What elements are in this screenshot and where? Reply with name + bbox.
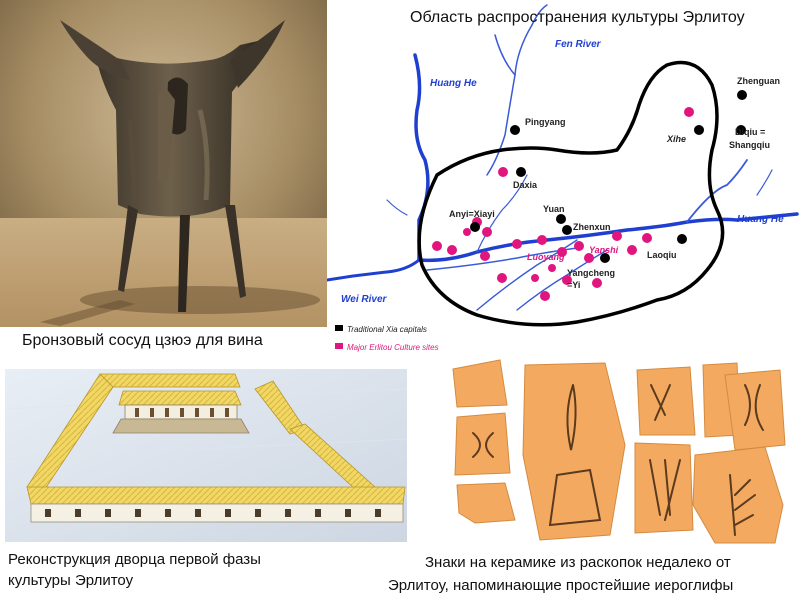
legend-capitals: Traditional Xia capitals <box>347 325 427 334</box>
place-pingyang: Pingyang <box>525 117 566 127</box>
jue-photo <box>0 0 327 327</box>
huang-he-east-label: Huang He <box>737 214 784 225</box>
legend-site-marker <box>335 343 343 349</box>
place-laoqiu: Laoqiu <box>647 250 677 260</box>
place-yanshi: Yanshi <box>589 245 619 255</box>
place-yangcheng: Yangcheng <box>567 268 615 278</box>
legend-capital-marker <box>335 325 343 331</box>
erlitou-map: Fen River Huang He Huang He Wei River Pi… <box>325 0 800 360</box>
signs-caption-line1: Знаки на керамике из раскопок недалеко о… <box>425 554 731 571</box>
palace-caption: Реконструкция дворца первой фазы культур… <box>8 551 261 589</box>
place-shangqiu: Shangqiu <box>729 140 770 150</box>
fen-river-label: Fen River <box>555 39 602 50</box>
place-yangcheng-yi: =Yi <box>567 280 580 290</box>
place-zhenxun: Zhenxun <box>573 222 611 232</box>
jue-caption: Бронзовый сосуд цзюэ для вина <box>22 332 263 349</box>
palace-reconstruction <box>4 369 408 542</box>
place-xihe: Xihe <box>666 134 686 144</box>
place-daxia: Daxia <box>513 180 538 190</box>
pottery-signs <box>445 355 800 545</box>
map-title: Область распространения культуры Эрлитоу <box>410 9 745 26</box>
place-diqiu: Diqiu = <box>735 127 765 137</box>
place-yuan: Yuan <box>543 204 565 214</box>
huang-he-north-label: Huang He <box>430 78 477 89</box>
place-luoyang: Luoyang <box>527 252 565 262</box>
place-anyi: Anyi=Xiayi <box>449 209 495 219</box>
wei-river-label: Wei River <box>341 294 387 305</box>
signs-caption-line2: Эрлитоу, напоминающие простейшие иерогли… <box>388 577 734 594</box>
place-zhenguan: Zhenguan <box>737 76 780 86</box>
legend-sites: Major Erlitou Culture sites <box>347 343 439 352</box>
